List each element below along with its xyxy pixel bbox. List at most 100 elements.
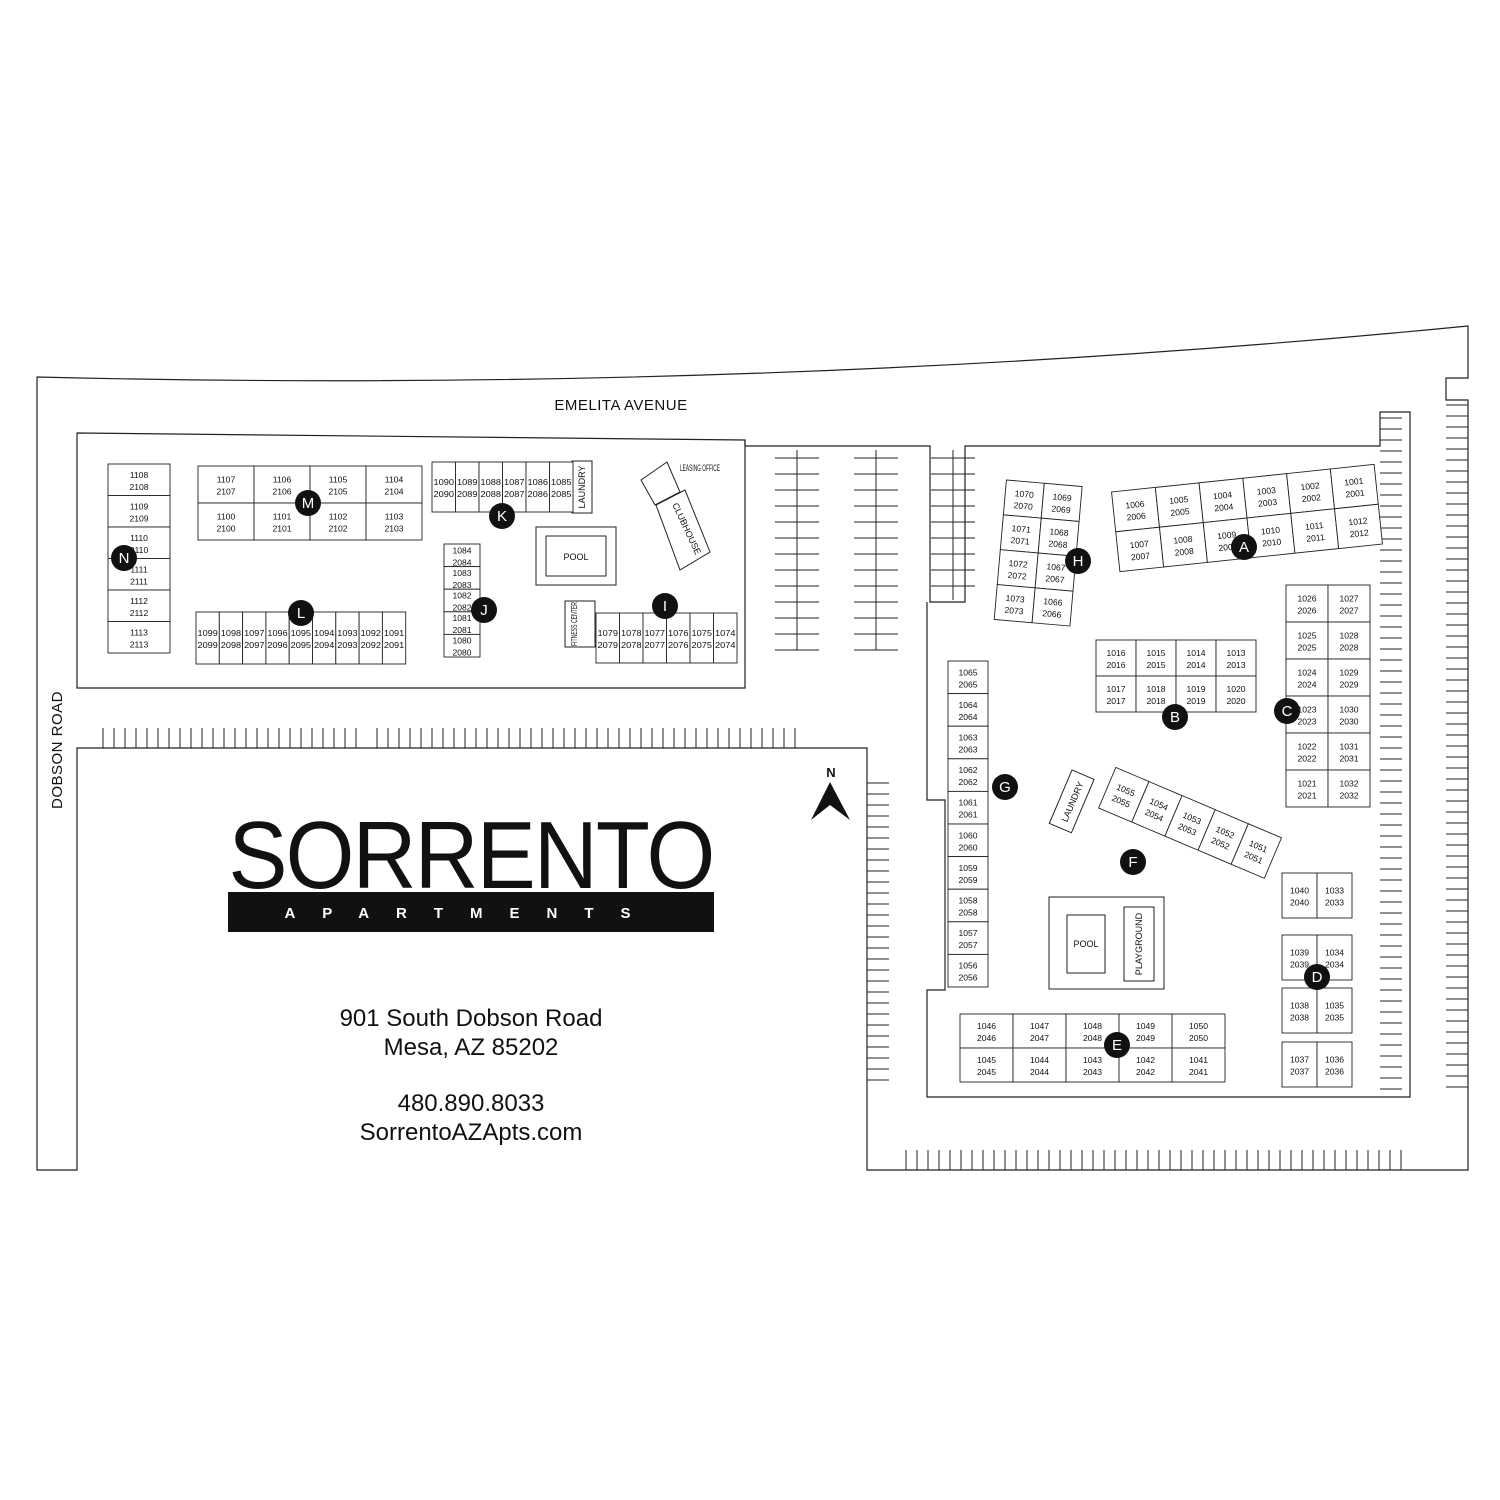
building-badge-f[interactable]: F	[1120, 849, 1146, 875]
building-badge-c[interactable]: C	[1274, 698, 1300, 724]
building-k[interactable]: 1090209010892089108820881087208710862086…	[431, 461, 574, 513]
building-e[interactable]: 1046204610472047104820481049204910502050…	[959, 1013, 1226, 1083]
building-badge-i[interactable]: I	[652, 593, 678, 619]
building-badge-j[interactable]: J	[471, 597, 497, 623]
building-badge-a[interactable]: A	[1231, 534, 1257, 560]
building-badge-d[interactable]: D	[1304, 964, 1330, 990]
building-badge-b[interactable]: B	[1162, 704, 1188, 730]
building-a[interactable]: 1006200610052005100420041003200310022002…	[1111, 463, 1383, 573]
building-badge-e[interactable]: E	[1104, 1032, 1130, 1058]
building-c[interactable]: 1026202610272027102520251028202810242024…	[1285, 584, 1371, 808]
building-n[interactable]: 1108210811092109111021101111211111122112…	[107, 463, 171, 654]
building-badge-g[interactable]: G	[992, 774, 1018, 800]
building-badge-h[interactable]: H	[1065, 548, 1091, 574]
building-badge-n[interactable]: N	[111, 545, 137, 571]
building-badge-m[interactable]: M	[295, 490, 321, 516]
